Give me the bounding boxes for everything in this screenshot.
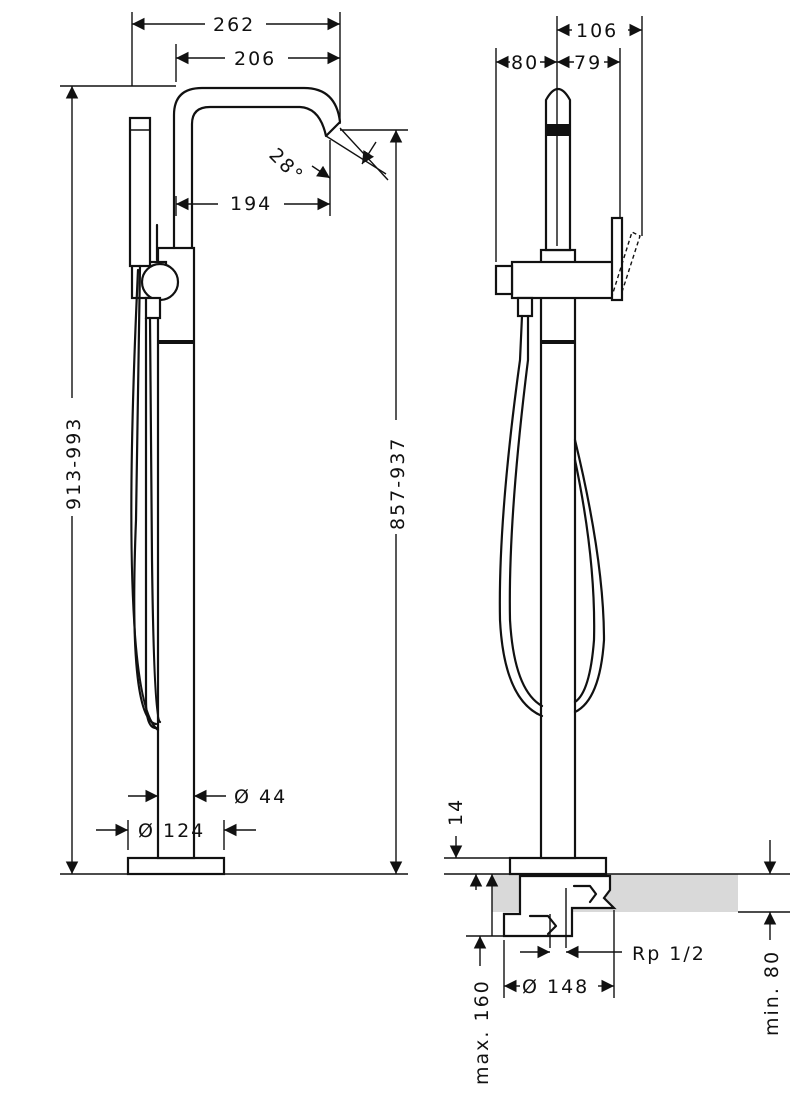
hose-outer: [130, 268, 160, 732]
dim-body-diameter: Ø 148: [522, 976, 589, 998]
dim-194: 194: [230, 193, 272, 215]
side-spout: [544, 87, 572, 252]
dim-base-diameter: Ø 124: [138, 820, 205, 842]
dim-206: 206: [234, 48, 276, 70]
spout-outline: [172, 86, 342, 250]
dim-total-height: 913-993: [63, 417, 85, 510]
base-plate: [126, 856, 226, 876]
front-view: 262 206 28° 194 913-993 857-937 Ø 44: [60, 12, 409, 876]
column-pipe: [156, 246, 196, 860]
column-band: [158, 340, 194, 344]
dim-max-depth: max. 160: [471, 979, 493, 1085]
dim-pipe-diameter: Ø 44: [234, 786, 287, 808]
dim-262: 262: [213, 14, 255, 36]
side-lever-open: [611, 231, 641, 297]
side-left-knob: [494, 264, 514, 296]
dim-side-106: 106: [576, 20, 618, 42]
dim-plate-thickness: 14: [445, 798, 467, 826]
hand-shower: [128, 116, 152, 268]
dim-side-80: 80: [511, 52, 539, 74]
dim-angle: 28°: [264, 144, 308, 188]
dim-spout-height: 857-937: [387, 437, 409, 530]
side-spout-outlet: [546, 124, 570, 136]
side-view: 106 80 79 14 Rp 1/2 Ø 148 max. 160: [444, 16, 790, 1085]
side-mixer-body: [510, 260, 618, 300]
side-lever: [610, 216, 624, 302]
hose-connector: [144, 296, 162, 320]
mixer-handle: [140, 262, 180, 302]
side-column-band: [541, 340, 575, 344]
side-base-plate: [508, 856, 608, 876]
dim-side-79: 79: [574, 52, 602, 74]
dim-min-depth: min. 80: [761, 950, 783, 1036]
inwall-box: [502, 874, 617, 938]
dim-thread: Rp 1/2: [632, 943, 706, 965]
side-hose: [498, 314, 606, 718]
side-hose-connector: [516, 296, 534, 318]
